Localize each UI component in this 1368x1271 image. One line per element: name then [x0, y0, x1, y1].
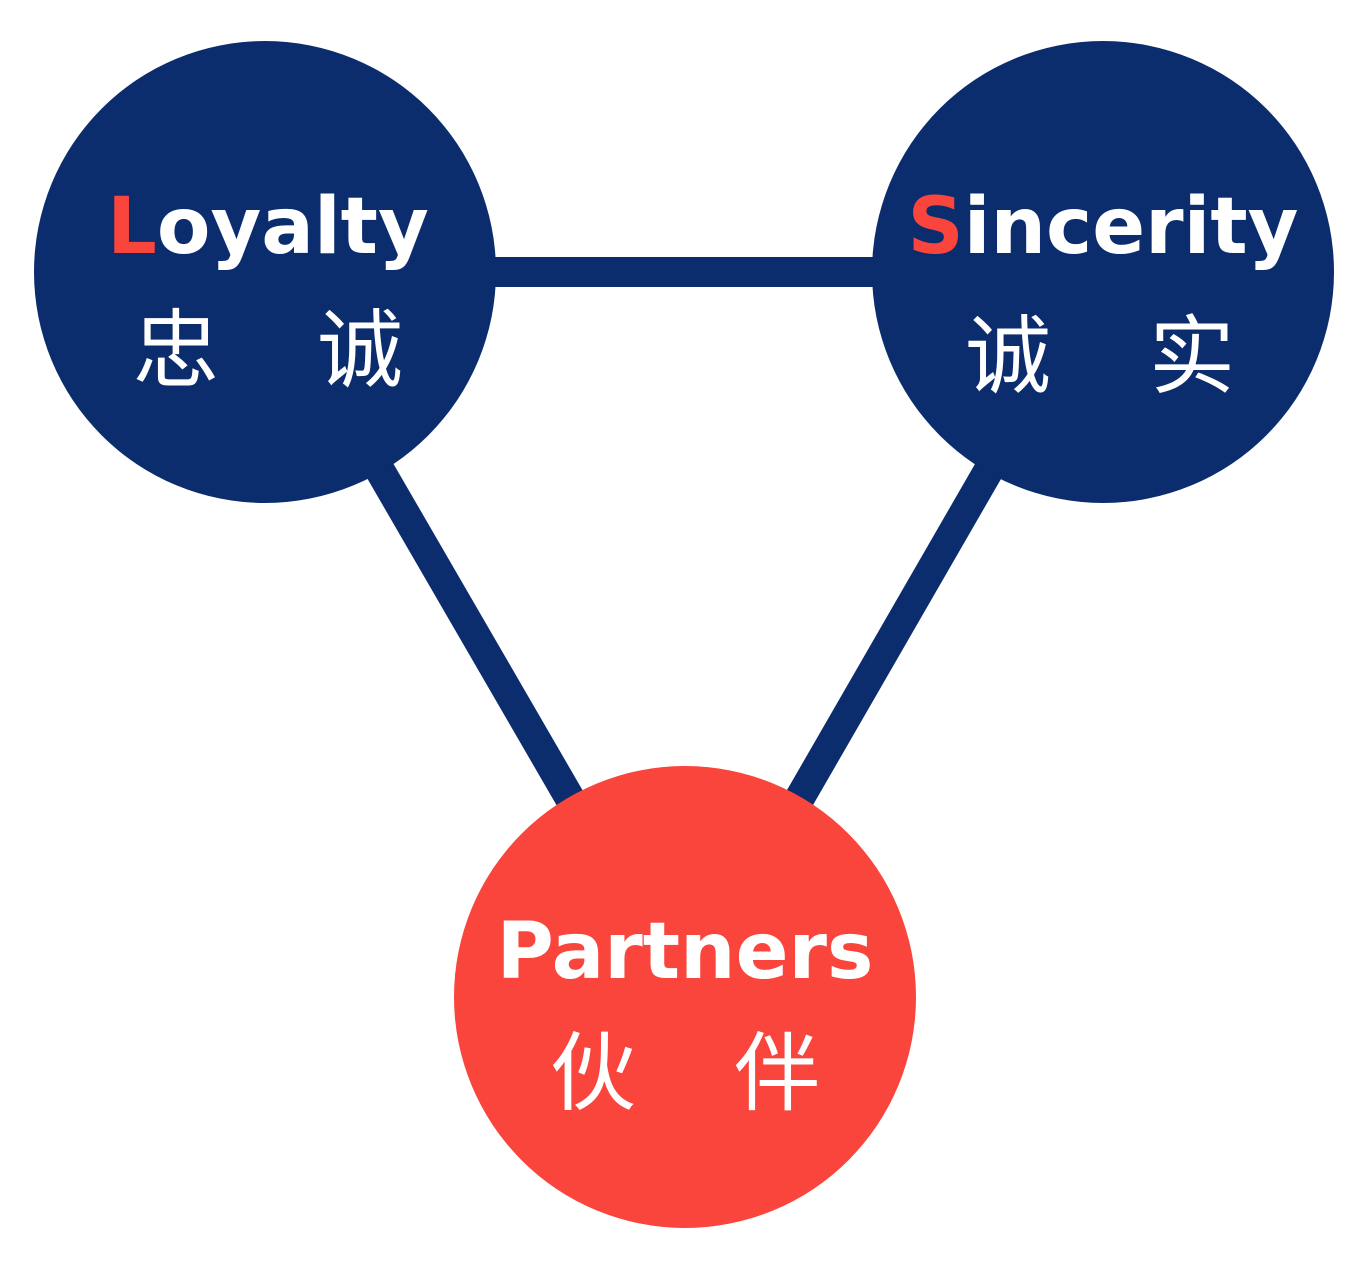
node-partners-circle [454, 766, 916, 1228]
node-loyalty-title: Loyalty [107, 182, 429, 272]
node-sincerity-chinese: 诚实 [965, 307, 1333, 407]
node-sincerity-title: Sincerity [908, 182, 1299, 272]
node-loyalty-rest: oyalty [157, 182, 429, 272]
node-loyalty: Loyalty 忠诚 [34, 41, 501, 503]
node-partners-rest: Partners [497, 907, 874, 997]
node-loyalty-initial: L [107, 182, 157, 272]
node-loyalty-circle [34, 41, 496, 503]
node-partners-chinese: 伙伴 [550, 1024, 918, 1124]
node-partners-title: Partners [497, 907, 874, 997]
node-loyalty-chinese: 忠诚 [133, 301, 501, 401]
node-partners: Partners 伙伴 [454, 766, 918, 1228]
node-sincerity-rest: incerity [964, 182, 1299, 272]
node-sincerity-initial: S [908, 182, 964, 272]
node-sincerity: Sincerity 诚实 [872, 41, 1334, 503]
node-sincerity-circle [872, 41, 1334, 503]
